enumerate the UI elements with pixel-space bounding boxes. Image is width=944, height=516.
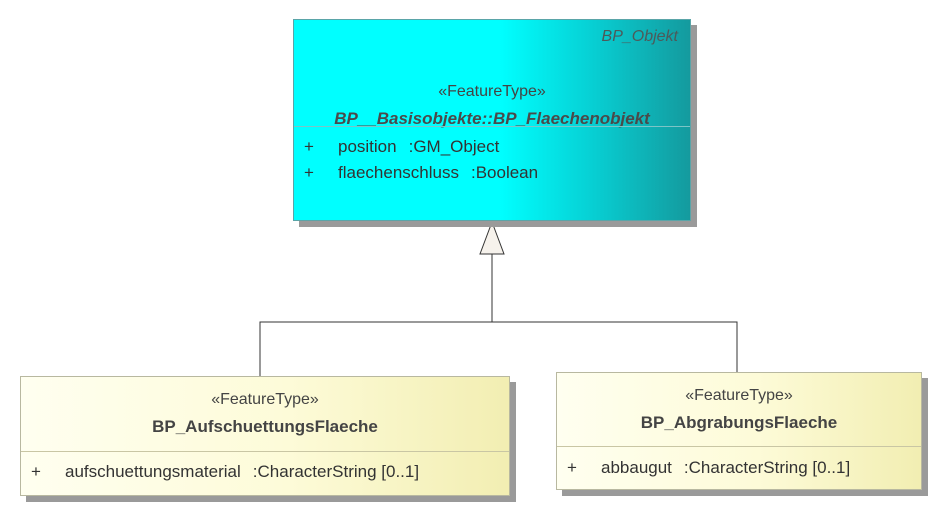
class-bp-aufschuettungsflaeche[interactable]: «FeatureType» BP_AufschuettungsFlaeche +…: [20, 376, 510, 496]
generalization-arrowhead: [479, 220, 505, 255]
stereotype-label: «FeatureType»: [438, 83, 546, 100]
attribute-compartment: + aufschuettungsmaterial :CharacterStrin…: [31, 461, 419, 487]
visibility-marker: +: [31, 462, 41, 481]
compartment-divider: [557, 446, 921, 447]
package-label: BP_Objekt: [601, 28, 678, 45]
attribute-row[interactable]: + flaechenschluss :Boolean: [304, 162, 538, 188]
class-name: BP__Basisobjekte::BP_Flaechenobjekt: [334, 109, 650, 128]
attribute-type: :Boolean: [470, 163, 539, 182]
class-bp-flaechenobjekt[interactable]: BP_Objekt «FeatureType» BP__Basisobjekte…: [293, 19, 691, 221]
compartment-divider: [294, 126, 690, 127]
attribute-name: position: [338, 137, 397, 156]
stereotype-label: «FeatureType»: [211, 391, 319, 408]
attribute-row[interactable]: + aufschuettungsmaterial :CharacterStrin…: [31, 461, 419, 487]
visibility-marker: +: [304, 137, 314, 156]
attribute-name: flaechenschluss: [338, 163, 459, 182]
compartment-divider: [21, 451, 509, 452]
visibility-marker: +: [304, 163, 314, 182]
class-name: BP_AufschuettungsFlaeche: [152, 417, 378, 436]
stereotype-label: «FeatureType»: [685, 387, 793, 404]
attribute-type: :GM_Object: [408, 137, 500, 156]
attribute-row[interactable]: + position :GM_Object: [304, 136, 538, 162]
attribute-name: abbaugut: [601, 458, 672, 477]
attribute-row[interactable]: + abbaugut :CharacterString [0..1]: [567, 457, 850, 483]
attribute-type: :CharacterString [0..1]: [683, 458, 851, 477]
class-bp-abgrabungsflaeche[interactable]: «FeatureType» BP_AbgrabungsFlaeche + abb…: [556, 372, 922, 490]
connector-aufschuettung[interactable]: [259, 254, 493, 376]
visibility-marker: +: [567, 458, 577, 477]
attribute-name: aufschuettungsmaterial: [65, 462, 241, 481]
attribute-type: :CharacterString [0..1]: [252, 462, 420, 481]
attribute-compartment: + abbaugut :CharacterString [0..1]: [567, 457, 850, 483]
connector-abgrabung[interactable]: [492, 321, 738, 372]
class-name: BP_AbgrabungsFlaeche: [640, 413, 838, 432]
attribute-compartment: + position :GM_Object + flaechenschluss …: [304, 136, 538, 188]
